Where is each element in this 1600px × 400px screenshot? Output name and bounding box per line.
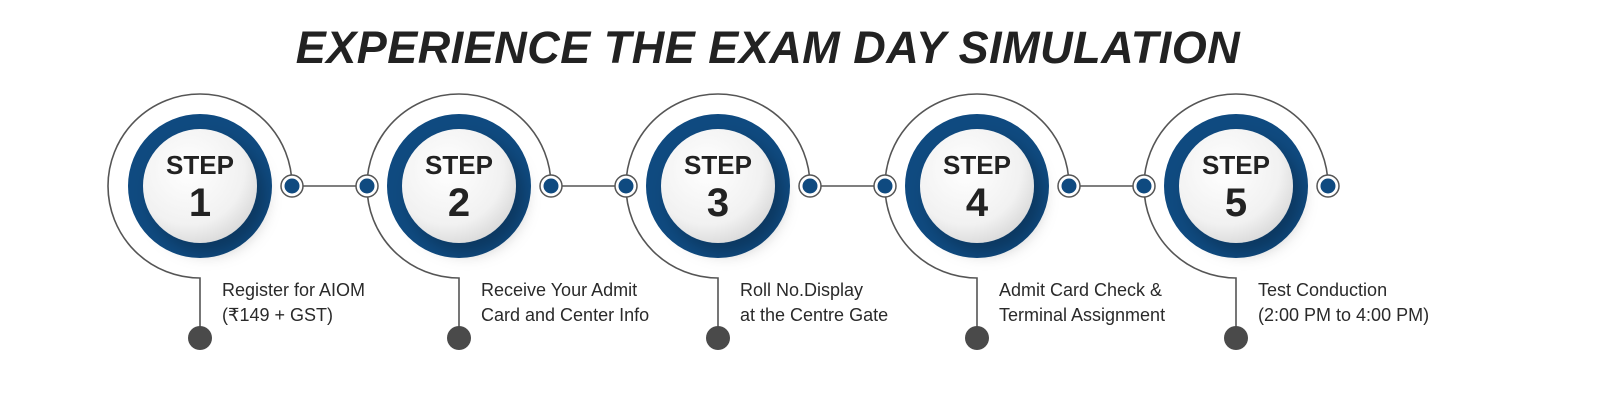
step-description: Test Conduction (2:00 PM to 4:00 PM) [1258, 278, 1429, 328]
step-arc [107, 93, 293, 336]
step-description-line: Admit Card Check & [999, 280, 1163, 300]
bottom-dot-icon [706, 326, 730, 350]
step-description: Admit Card Check & Terminal Assignment [999, 278, 1165, 328]
step-badge [1179, 129, 1293, 243]
left-node-dot [877, 178, 893, 194]
step-description: Roll No.Display at the Centre Gate [740, 278, 888, 328]
step-badge [920, 129, 1034, 243]
left-node-dot [618, 178, 634, 194]
step-label: STEP [425, 150, 493, 180]
step-arc [884, 93, 1070, 336]
step-label: STEP [684, 150, 752, 180]
step-number: 4 [966, 181, 989, 225]
right-node-dot [802, 178, 818, 194]
step-arc [1143, 93, 1329, 336]
step-number: 3 [707, 181, 729, 225]
step-number: 2 [448, 181, 470, 225]
step-description-line: Test Conduction [1258, 280, 1388, 300]
step-number: 5 [1225, 181, 1247, 225]
step-label: STEP [166, 150, 234, 180]
right-node-dot [1320, 178, 1336, 194]
left-node-dot [1136, 178, 1152, 194]
right-node-dot [1061, 178, 1077, 194]
step-description-line: (₹149 + GST) [222, 305, 333, 325]
bottom-dot-icon [188, 326, 212, 350]
step-description-line: Terminal Assignment [999, 305, 1166, 325]
bottom-dot-icon [965, 326, 989, 350]
page-title: EXPERIENCE THE EXAM DAY SIMULATION [295, 22, 1241, 73]
step-number: 1 [189, 181, 211, 225]
step-label: STEP [1202, 150, 1270, 180]
step-arc [625, 93, 811, 336]
step-description-line: (2:00 PM to 4:00 PM) [1258, 305, 1430, 325]
right-node-dot [284, 178, 300, 194]
step-description-line: at the Centre Gate [740, 305, 889, 325]
right-node-dot [543, 178, 559, 194]
step-arc [366, 93, 552, 336]
left-node-dot [359, 178, 375, 194]
step-description-line: Roll No.Display [740, 280, 864, 300]
step-description-line: Receive Your Admit [481, 280, 638, 300]
bottom-dot-icon [447, 326, 471, 350]
step-badge [143, 129, 257, 243]
step-description: Register for AIOM (₹149 + GST) [222, 278, 365, 328]
step-badge [402, 129, 516, 243]
step-description-line: Card and Center Info [481, 305, 650, 325]
step-description-line: Register for AIOM [222, 280, 366, 300]
step-label: STEP [943, 150, 1011, 180]
step-badge [661, 129, 775, 243]
bottom-dot-icon [1224, 326, 1248, 350]
